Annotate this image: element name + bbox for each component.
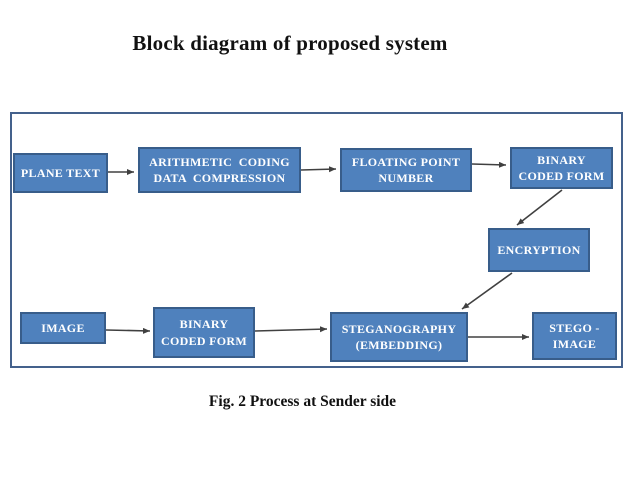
node-binary-coded-form-bottom-label: BINARY CODED FORM [161,317,247,348]
node-plane-text-label: PLANE TEXT [20,165,101,180]
diagram-frame [10,112,623,368]
node-arithmetic-coding-label: ARITHMETIC CODING DATA COMPRESSION [149,154,290,186]
node-arithmetic-coding: ARITHMETIC CODING DATA COMPRESSION [138,147,301,193]
node-binary-coded-form-top-label: BINARY CODED FORM [518,152,605,184]
node-image: IMAGE [20,312,106,344]
node-binary-coded-form-bottom: BINARY CODED FORM [153,307,255,358]
node-stego-image: STEGO - IMAGE [532,312,617,360]
node-encryption-label: ENCRYPTION [497,242,581,257]
node-steganography-embedding-label: STEGANOGRAPHY (EMBEDDING) [341,321,457,353]
node-stego-image-label: STEGO - IMAGE [549,320,600,352]
node-encryption: ENCRYPTION [488,228,590,272]
node-steganography-embedding: STEGANOGRAPHY (EMBEDDING) [330,312,468,362]
node-image-label: IMAGE [41,320,85,335]
figure-caption: Fig. 2 Process at Sender side [208,393,397,410]
node-floating-point: FLOATING POINT NUMBER [340,148,472,192]
node-binary-coded-form-top: BINARY CODED FORM [510,147,613,189]
node-floating-point-label: FLOATING POINT NUMBER [351,154,461,186]
node-plane-text: PLANE TEXT [13,153,108,193]
page-title: Block diagram of proposed system [132,31,448,55]
